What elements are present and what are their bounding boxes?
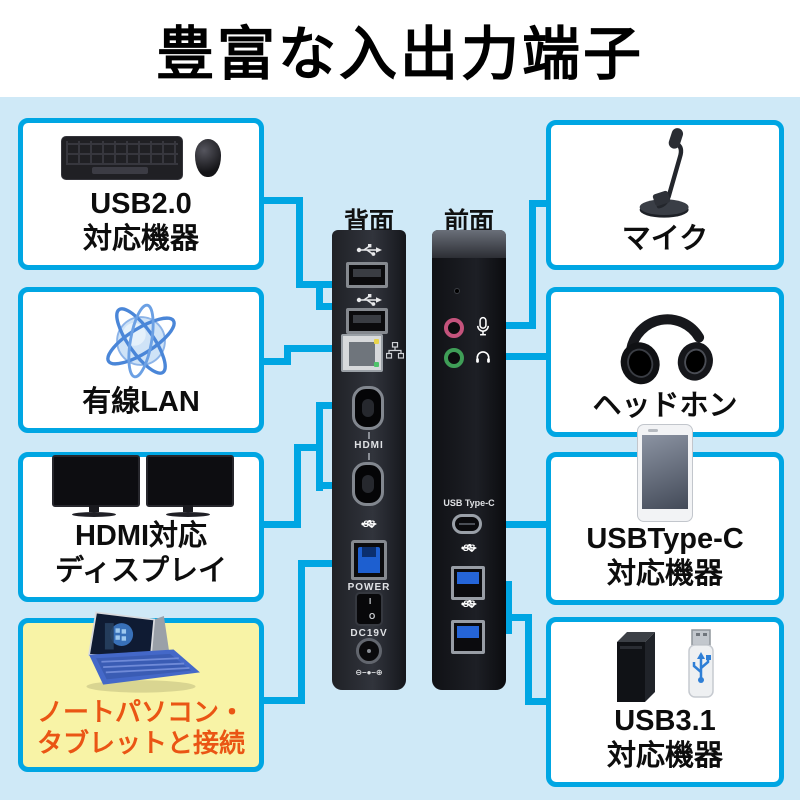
connector-segment [505, 581, 512, 634]
connector-segment [284, 345, 291, 365]
keyboard-mouse-icon [27, 129, 255, 187]
headphone-jack [444, 348, 464, 368]
box-label: 対応機器 [82, 223, 199, 256]
connector-segment [294, 444, 323, 451]
monitor-icon [52, 455, 140, 519]
connector-segment [498, 521, 551, 528]
headphones-icon [620, 314, 713, 385]
box-label: ノートパソコン・ [36, 696, 245, 727]
box-label: USB3.1 [614, 705, 716, 738]
dc-label: DC19V [350, 628, 388, 639]
monitor-icon [146, 455, 234, 519]
hdd-tower-icon [617, 632, 655, 703]
switch-off-mark: O [369, 612, 376, 622]
box-label: USBType-C [586, 523, 744, 556]
divider [368, 453, 370, 460]
box-label: ヘッドホン [592, 390, 738, 423]
box-label: ディスプレイ [55, 555, 227, 588]
box-label: 有線LAN [82, 386, 200, 419]
connector-segment [316, 402, 336, 409]
hdmi-port [352, 462, 384, 506]
connector-segment [525, 698, 551, 705]
ethernet-port [341, 334, 383, 372]
box-label: 対応機器 [606, 558, 723, 591]
dock-top-cap [432, 230, 506, 258]
connector-segment [316, 281, 323, 310]
box-wired-lan: 有線LAN [18, 287, 264, 433]
power-switch: I O [355, 592, 383, 626]
title-bar: 豊富な入出力端子 [0, 0, 800, 97]
keyboard-icon [61, 136, 183, 181]
page-title: 豊富な入出力端子 [155, 21, 644, 87]
usb-icon [361, 520, 377, 528]
mic-jack [444, 318, 464, 338]
microphone-icon [639, 128, 689, 218]
hdmi-port-label: HDMI [354, 440, 384, 451]
connector-segment [316, 482, 336, 489]
box-hdmi-display: HDMI対応 ディスプレイ [18, 452, 264, 602]
power-label: POWER [347, 582, 391, 593]
connector-segment [296, 197, 303, 288]
usb-b-port [351, 540, 387, 580]
usb-a-port [346, 308, 388, 334]
box-usb20-devices: USB2.0 対応機器 [18, 118, 264, 270]
mic-icon [476, 316, 490, 336]
usb-icon [356, 294, 382, 306]
usb-a-3-port [451, 620, 485, 654]
smartphone-icon [637, 424, 693, 523]
network-globe-icon [106, 303, 176, 379]
connector-segment [529, 200, 551, 207]
box-usb31-devices: USB3.1 対応機器 [546, 617, 784, 787]
box-microphone: マイク [546, 120, 784, 270]
tower-usb-drive-icon [555, 626, 775, 704]
divider [368, 432, 370, 439]
box-label: タブレットと接続 [36, 727, 245, 758]
connector-segment [298, 560, 336, 567]
connector-segment [294, 444, 301, 528]
dc-power-jack [356, 638, 382, 664]
connector-segment [498, 353, 551, 360]
usb-type-c-label: USB Type-C [443, 498, 495, 508]
connector-segment [261, 197, 303, 204]
usb-icon [461, 600, 477, 608]
box-label: USB2.0 [90, 188, 192, 221]
connector-segment [263, 697, 305, 704]
headphone-icon [476, 351, 490, 363]
usb-flash-drive-icon [688, 629, 714, 699]
network-icon [386, 342, 404, 359]
connector-segment [525, 614, 532, 705]
hdmi-port [352, 386, 384, 430]
box-headphones: ヘッドホン [546, 287, 784, 437]
dual-displays-icon [27, 455, 255, 519]
usb-a-port [346, 262, 388, 288]
usb-type-c-port [452, 514, 482, 534]
polarity-mark: ⊖–●–⊕ [355, 668, 383, 677]
connector-segment [316, 303, 336, 310]
box-label: 対応機器 [606, 740, 723, 773]
box-label: HDMI対応 [74, 520, 208, 553]
dock-front-view: USB Type-C SS SS [432, 230, 506, 690]
connector-segment [505, 614, 532, 621]
connector-segment [284, 345, 338, 352]
box-laptop-tablet: ノートパソコン・ タブレットと接続 [18, 611, 264, 772]
usb-a-3-port [451, 566, 485, 600]
usb-icon [356, 244, 382, 256]
laptop-tablet-icon [86, 611, 200, 693]
box-label: マイク [621, 223, 709, 256]
connector-segment [298, 560, 305, 704]
box-usb-type-c-devices: USBType-C 対応機器 [546, 424, 784, 605]
connector-segment [529, 200, 536, 329]
switch-on-mark: I [369, 597, 372, 606]
led-hole [454, 288, 460, 294]
connector-segment [261, 521, 301, 528]
usb-icon [461, 544, 477, 552]
connector-segment [498, 322, 536, 329]
connector-segment [261, 358, 291, 365]
connector-segment [316, 402, 323, 491]
dock-rear-view: HDMI SS POWER I O DC19V ⊖–●–⊕ [332, 230, 406, 690]
mouse-icon [195, 139, 221, 178]
